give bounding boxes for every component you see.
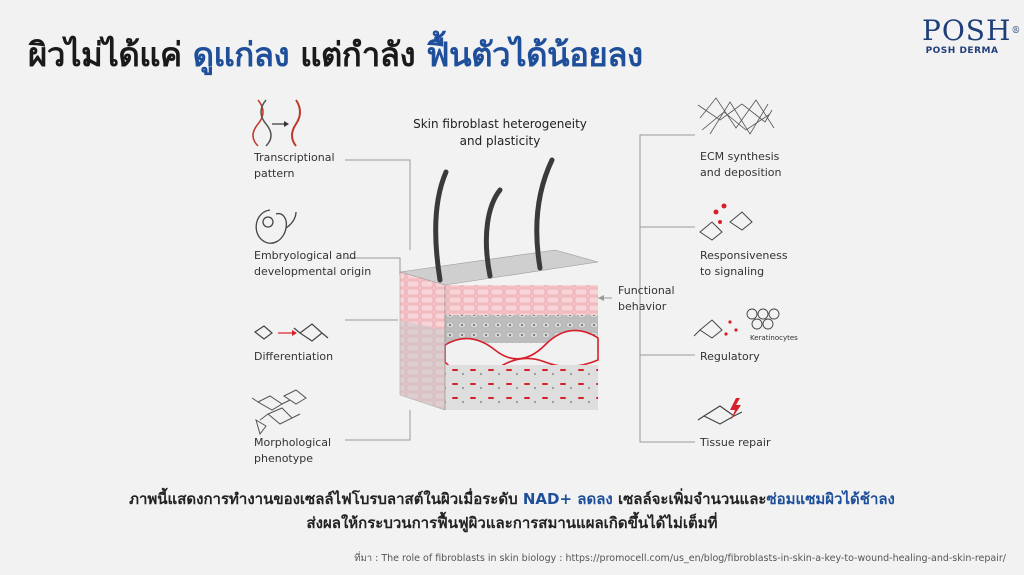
connector-morphological — [345, 410, 411, 441]
dna-icon — [252, 99, 301, 147]
caption: ภาพนี้แสดงการทำงานของเซลล์ไฟโบรบลาสต์ในผ… — [0, 487, 1024, 535]
logo-registered: ® — [1011, 26, 1022, 36]
connector-transcriptional — [345, 159, 411, 250]
caption-text-2: เซลล์จะเพิ่มจำนวนและ — [612, 490, 767, 508]
caption-highlight-nad: NAD+ ลดลง — [522, 490, 613, 508]
caption-text-1: ภาพนี้แสดงการทำงานของเซลล์ไฟโบรบลาสต์ในผ… — [129, 490, 523, 508]
title-text-2: แต่กำลัง — [289, 35, 427, 74]
lightning-repair-icon — [697, 398, 743, 425]
skin-cross-section — [399, 157, 599, 411]
source-citation: ที่มา : The role of fibroblasts in skin … — [354, 553, 1006, 564]
signaling-icon — [699, 203, 753, 241]
embryo-icon — [255, 209, 297, 244]
logo-mark: POSH® — [922, 16, 1020, 46]
left-label-morphological: Morphological phenotype — [254, 436, 332, 465]
page-title: ผิวไม่ได้แค่ ดูแก่ลง แต่กำลัง ฟื้นตัวได้… — [28, 28, 643, 81]
right-label-tissue-repair: Tissue repair — [700, 436, 771, 449]
left-connectors — [345, 159, 411, 441]
connector-embryological — [345, 257, 401, 275]
left-label-differentiation: Differentiation — [254, 350, 334, 363]
fibroblast-cells-icon — [251, 389, 307, 436]
regulatory-icon — [693, 308, 780, 339]
title-text-1: ผิวไม่ได้แค่ — [28, 35, 193, 74]
brand-logo: POSH® POSH DERMA — [922, 16, 1020, 57]
right-label-regulatory: Regulatory — [700, 350, 760, 363]
logo-mark-text: POSH — [922, 14, 1012, 47]
ecm-network-icon — [697, 97, 775, 135]
arrow-functional-icon — [598, 295, 604, 301]
caption-line-2: ส่งผลให้กระบวนการฟื้นฟูผิวและการสมานแผลเ… — [306, 514, 718, 532]
caption-line-1: ภาพนี้แสดงการทำงานของเซลล์ไฟโบรบลาสต์ในผ… — [0, 487, 1024, 511]
left-label-transcriptional: Transcriptional pattern — [254, 151, 335, 180]
right-label-responsiveness: Responsiveness to signaling — [700, 249, 788, 278]
logo-name: POSH DERMA — [925, 46, 999, 56]
cell-differentiation-icon — [253, 323, 329, 342]
functional-behavior-label: Functional behavior — [618, 284, 675, 313]
diagram-center-title: Skin fibroblast heterogeneity and plasti… — [413, 117, 587, 148]
right-label-ecm: ECM synthesis and deposition — [700, 150, 782, 179]
keratinocytes-label: Keratinocytes — [750, 334, 798, 342]
title-highlight-1: ดูแก่ลง — [192, 35, 290, 74]
caption-highlight-repair: ซ่อมแซมผิวได้ช้าลง — [766, 490, 895, 508]
left-label-embryological: Embryological and developmental origin — [254, 249, 372, 278]
title-highlight-2: ฟื้นตัวได้น้อยลง — [426, 35, 643, 74]
connector-right-bracket — [639, 134, 695, 443]
